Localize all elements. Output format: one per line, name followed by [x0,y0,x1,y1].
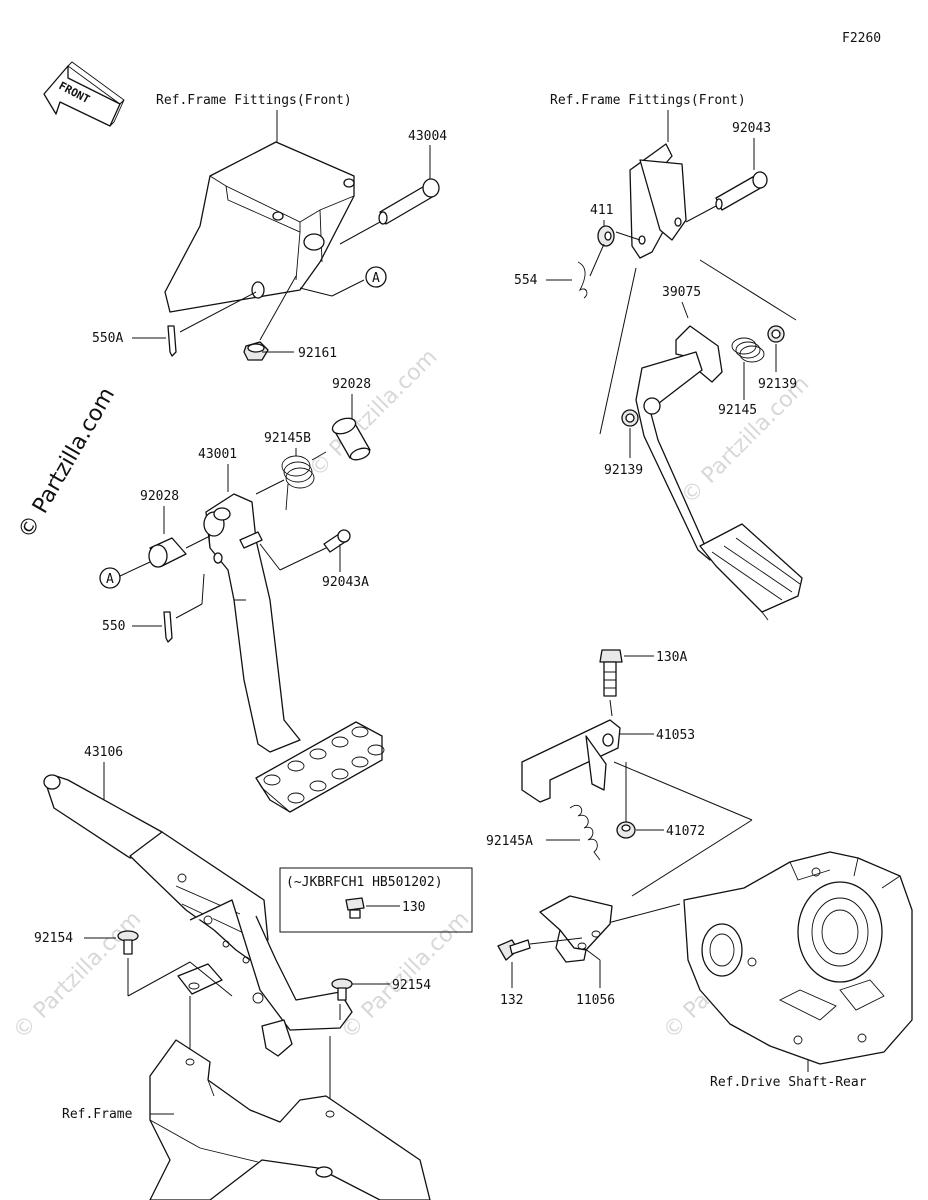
frame-bracket-left [164,141,355,313]
label-43001: 43001 [198,447,237,462]
label-39075: 39075 [662,285,701,300]
accelerator-pedal-39075 [635,325,803,621]
bolt-130 [345,897,365,919]
callout-a-left: A [106,572,114,587]
label-92139-left: 92139 [604,463,643,478]
ref-frame-fittings-left: Ref.Frame Fittings(Front) [156,93,352,108]
label-11056: 11056 [576,993,615,1008]
frame-rail [149,1039,431,1200]
cotter-pin-550 [163,611,173,643]
bracket-11056 [539,895,613,963]
bushing-92139-right [767,325,785,343]
label-43004: 43004 [408,129,447,144]
bushing-92028-top [331,417,371,461]
label-92028-left: 92028 [140,489,179,504]
label-92161: 92161 [298,346,337,361]
pin-92043A [323,529,351,553]
label-550: 550 [102,619,125,634]
bushing-92139-left [621,409,639,427]
spring-92145 [731,337,765,363]
watermark-1: © Partzilla.com [305,345,443,483]
label-92145B: 92145B [264,431,311,446]
label-92139-right: 92139 [758,377,797,392]
label-92145A: 92145A [486,834,533,849]
callout-a-top: A [372,271,380,286]
front-arrow-icon: FRONT [43,61,125,127]
pin-43004 [378,178,440,225]
bolt-132 [497,939,531,961]
label-132: 132 [500,993,523,1008]
label-130A: 130A [656,650,687,665]
bolt-130A [599,649,623,697]
label-43106: 43106 [84,745,123,760]
brake-pedal-43001 [203,493,385,813]
label-550A: 550A [92,331,123,346]
spring-92145A [569,804,601,861]
copyright-text: © Partzilla.com [14,383,121,543]
note-part: 130 [402,900,425,915]
label-92154-right: 92154 [392,978,431,993]
pin-92043 [715,171,768,211]
label-92145: 92145 [718,403,757,418]
screw-92154-right [331,978,353,1001]
label-554: 554 [514,273,538,288]
label-92028-top: 92028 [332,377,371,392]
screw-92154-left [117,930,139,955]
label-411: 411 [590,203,613,218]
spring-92145B [281,451,327,511]
cotter-pin-550A [167,325,177,357]
label-92154-left: 92154 [34,931,73,946]
nut-41072 [616,821,636,839]
ref-frame: Ref.Frame [62,1107,133,1122]
watermark-4: © Partzilla.com [337,907,475,1045]
nut-92161 [243,341,269,361]
diagram-code: F2260 [842,31,881,46]
label-92043A: 92043A [322,575,369,590]
watermark-3: © Partzilla.com [9,907,147,1045]
label-41053: 41053 [656,728,695,743]
drive-shaft-housing [683,851,913,1065]
ref-frame-fittings-right: Ref.Frame Fittings(Front) [550,93,746,108]
parking-brake-lever-43106 [43,774,353,1057]
note-range: (~JKBRFCH1 HB501202) [286,875,443,890]
note-box: (~JKBRFCH1 HB501202) 130 [279,867,473,933]
bracket-41053 [521,719,621,803]
washer-411 [597,225,615,247]
clip-554 [577,261,588,299]
label-92043: 92043 [732,121,771,136]
label-41072: 41072 [666,824,705,839]
watermark-2: © Partzilla.com [677,372,815,510]
frame-bracket-right [629,143,687,259]
ref-drive-shaft-rear: Ref.Drive Shaft-Rear [710,1075,867,1090]
bushing-92028-left [148,537,187,568]
